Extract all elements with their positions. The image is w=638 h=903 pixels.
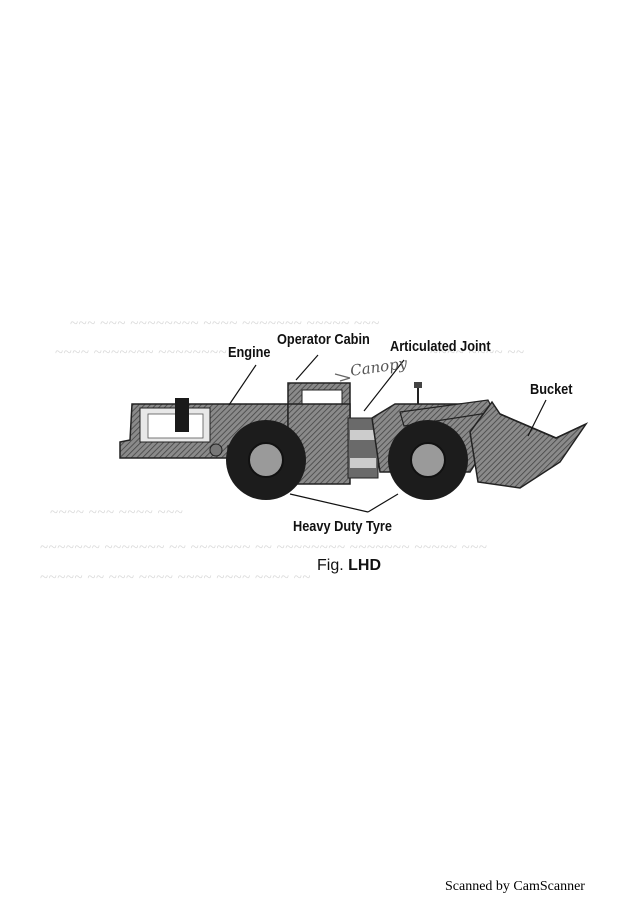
label-heavy-duty-tyre: Heavy Duty Tyre xyxy=(293,518,392,535)
label-engine: Engine xyxy=(228,344,271,361)
bleed-through-text: ~~~~ ~~~ ~~~~ ~~~ xyxy=(50,505,184,521)
leader-lines xyxy=(228,354,547,513)
operator-cabin xyxy=(287,382,351,485)
bucket xyxy=(469,400,589,489)
scanner-footer: Scanned by CamScanner xyxy=(445,879,585,894)
bleed-through-text: ~~~~~~~ ~~~~~~~ ~~ ~~~~~~~ ~~ ~~~~~~~~ ~… xyxy=(40,540,488,556)
front-wheel xyxy=(388,420,468,500)
bleed-through-text: ~~~ ~~~ ~~~~~~~~ ~~~~ ~~~~~~~ ~~~~~ ~~~ xyxy=(70,316,380,332)
caption-title: LHD xyxy=(348,557,382,574)
figure-caption: Fig. LHD xyxy=(317,557,381,575)
rear-wheel xyxy=(226,420,306,500)
bleed-through-text: ~~~~ ~~~~~~~ ~~~~~~~~ xyxy=(55,345,228,361)
label-operator-cabin: Operator Cabin xyxy=(277,331,370,348)
label-bucket: Bucket xyxy=(530,381,573,398)
caption-prefix: Fig. xyxy=(317,557,344,574)
bleed-through-text: ~~~~~ ~~ ~~~ ~~~~ ~~~~ ~~~~ ~~~~ ~~ xyxy=(40,570,311,586)
label-articulated-joint: Articulated Joint xyxy=(390,338,491,355)
bleed-through-text: ~~~~ ~~~~ ~~ xyxy=(430,345,525,361)
